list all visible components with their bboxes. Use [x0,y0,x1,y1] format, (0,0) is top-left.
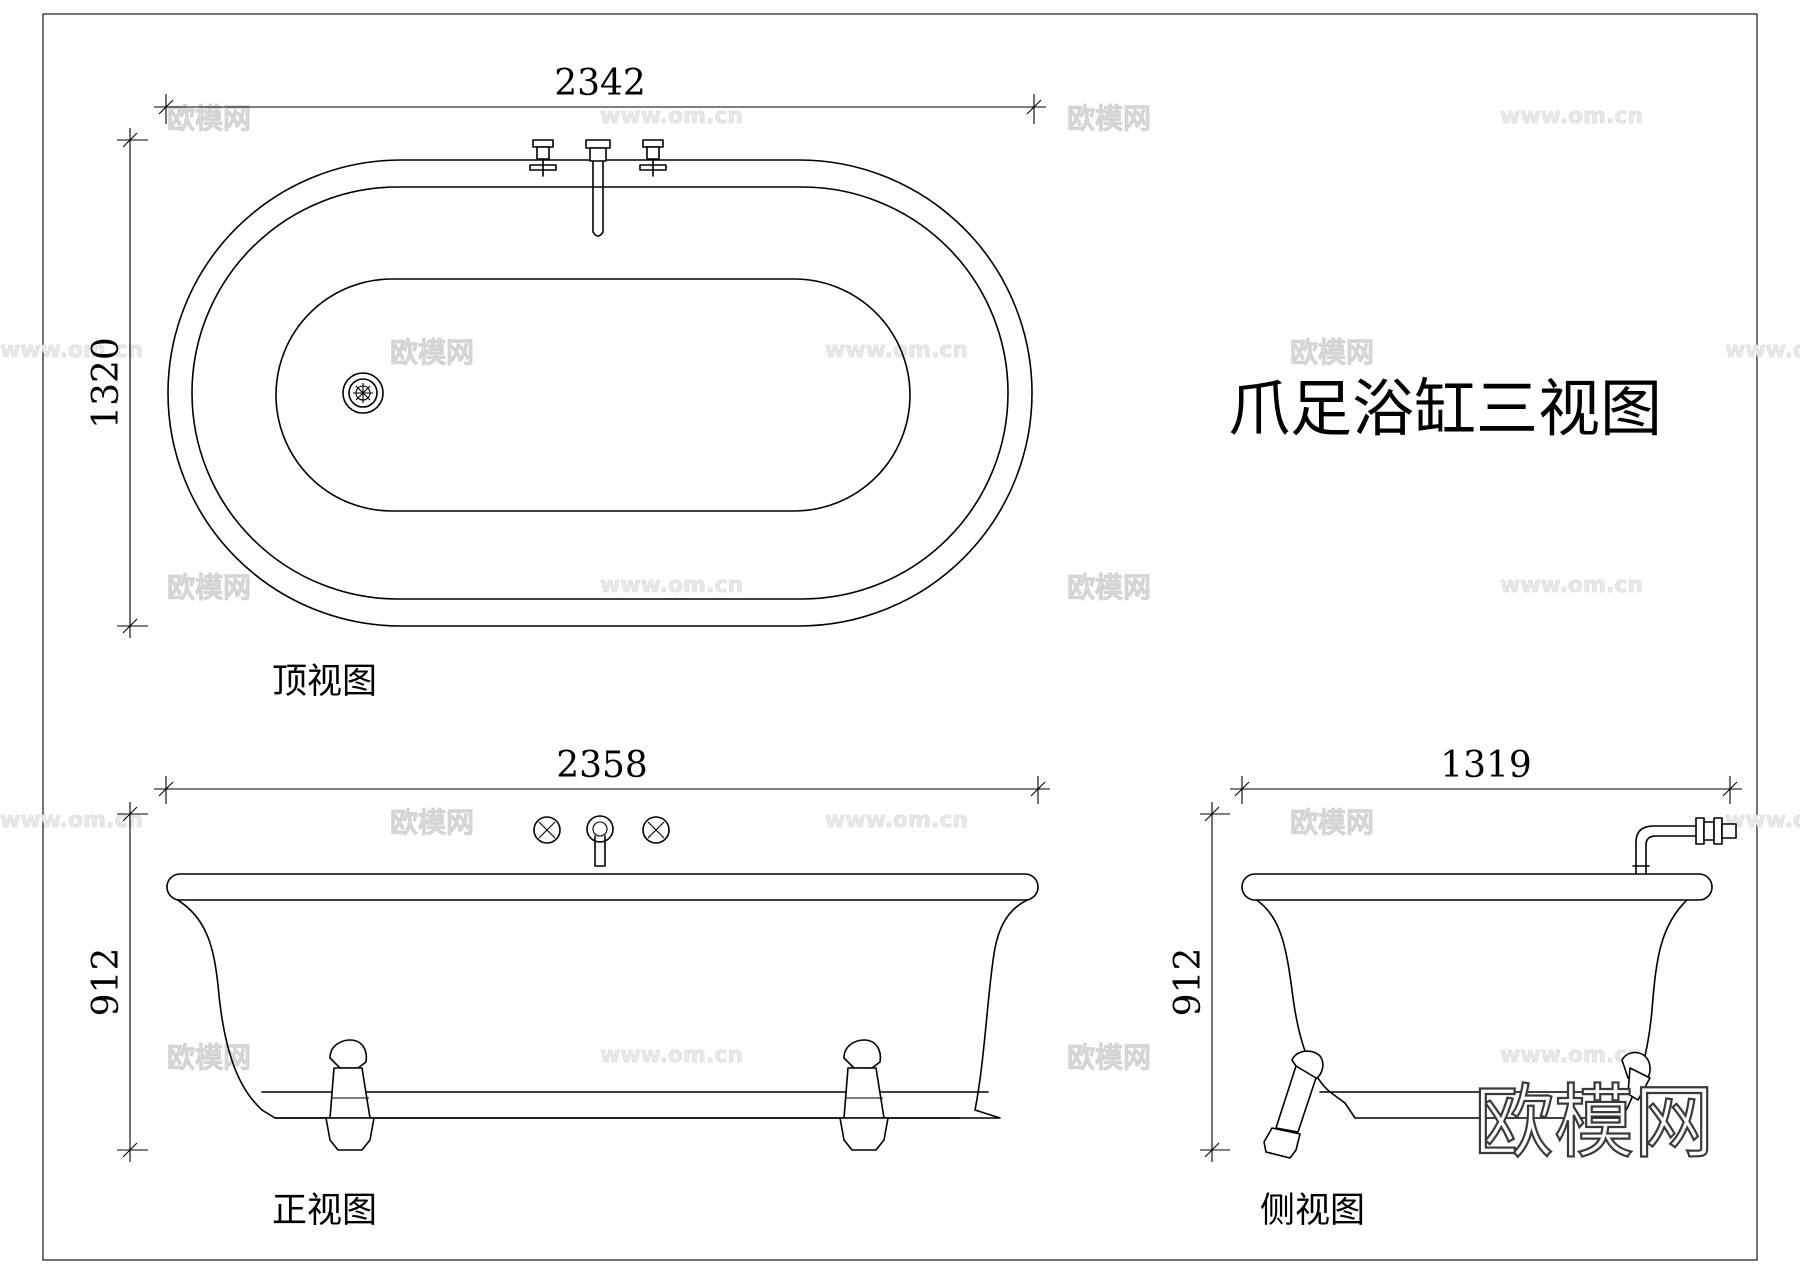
cross-handle-left-icon [533,816,561,844]
front-tub-rim [166,873,1039,901]
side-width-dimension: 1319 [1230,745,1742,804]
watermark-layer: 欧模网 www.om.cn 欧模网 www.om.cn www.om.cn 欧模… [0,102,1800,1075]
top-view-label: 顶视图 [272,662,377,702]
tub-outer-rim [167,159,1033,627]
top-width-dimension: 2342 [154,63,1046,124]
watermark-brand: 欧模网 [1290,336,1374,369]
side-height-value: 912 [1168,948,1209,1017]
tub-inner-rim [191,186,1009,600]
wall-faucet-side-icon [1632,817,1737,875]
spout-front-icon [586,815,614,867]
front-view: 2358 912 [86,745,1050,1231]
top-view: 2342 1320 [86,63,1046,702]
front-height-value: 912 [86,948,127,1017]
drawing-title: 爪足浴缸三视图 [1228,372,1662,445]
faucet-front-icon [533,815,670,867]
side-width-value: 1319 [1440,745,1532,786]
claw-foot-left-icon [325,1039,375,1151]
watermark-url: www.om.cn [600,1043,743,1068]
watermark-url: www.om.cn [0,808,143,833]
top-height-value: 1320 [86,337,127,429]
tub-basin [275,278,911,512]
watermark-url: www.om.cn [600,104,743,129]
side-height-dimension: 912 [1168,802,1230,1162]
watermark-brand: 欧模网 [1290,806,1374,839]
watermark-brand: 欧模网 [1067,102,1151,135]
watermark-brand: 欧模网 [390,806,474,839]
faucet-top-icon [529,139,667,237]
watermark-url: www.om.cn [1500,104,1643,129]
front-height-dimension: 912 [86,802,148,1162]
watermark-brand: 欧模网 [390,336,474,369]
watermark-url: www.om.cn [1500,1043,1643,1068]
watermark-url: www.om.cn [1725,338,1800,363]
front-width-dimension: 2358 [154,745,1050,804]
claw-foot-side-right-icon [1621,1051,1651,1101]
watermark-brand: 欧模网 [167,571,251,604]
watermark-url: www.om.cn [825,808,968,833]
side-view-label: 侧视图 [1260,1191,1365,1231]
front-view-label: 正视图 [272,1191,377,1231]
side-tub-body [1254,898,1689,1119]
watermark-url: www.om.cn [0,338,143,363]
watermark-url: www.om.cn [1500,573,1643,598]
watermark-brand: 欧模网 [1067,571,1151,604]
brand-watermark: 欧模网 [1474,1076,1714,1169]
front-tub-body [175,898,1031,1119]
claw-foot-side-left-icon [1263,1050,1324,1159]
top-height-dimension: 1320 [86,128,148,638]
watermark-brand: 欧模网 [1067,1041,1151,1074]
side-tub-rim [1241,873,1713,901]
watermark-brand: 欧模网 [167,1041,251,1074]
claw-foot-right-icon [839,1039,889,1151]
front-width-value: 2358 [556,745,648,786]
sheet-border [42,13,1758,1261]
drain-icon [342,372,384,414]
cross-handle-right-icon [642,816,670,844]
top-width-value: 2342 [554,63,646,104]
watermark-url: www.om.cn [1725,808,1800,833]
watermark-url: www.om.cn [600,573,743,598]
side-view: 1319 912 [1168,745,1742,1231]
